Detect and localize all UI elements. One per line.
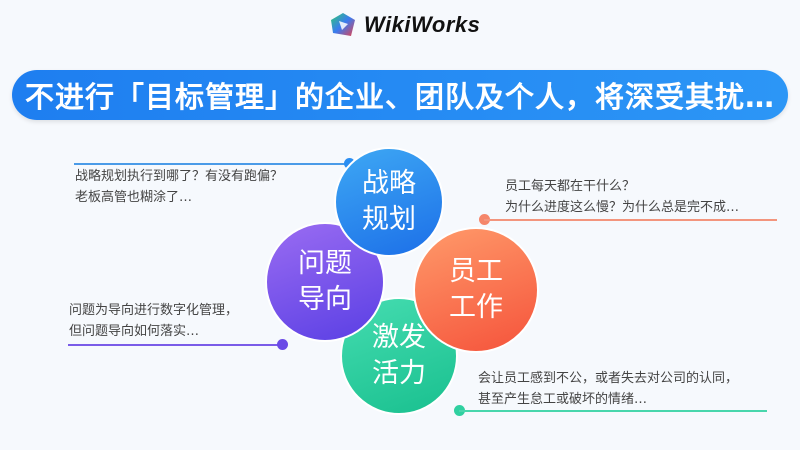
headline-banner: 不进行「目标管理」的企业、团队及个人，将深受其扰… bbox=[12, 70, 788, 120]
circle-label: 激发 bbox=[372, 322, 426, 353]
connector-line bbox=[68, 344, 283, 346]
note-line: 战略规划执行到哪了？有没有跑偏？ bbox=[75, 169, 284, 184]
note-line: 问题为导向进行数字化管理， bbox=[69, 303, 239, 318]
logo-text: WikiWorks bbox=[364, 12, 481, 37]
note-line: 员工每天都在干什么？ bbox=[505, 179, 636, 194]
note-line: 但问题导向如何落实… bbox=[69, 324, 200, 339]
logo-icon bbox=[331, 13, 355, 36]
circle-label: 工作 bbox=[449, 292, 503, 323]
note-staff: 员工每天都在干什么？ 为什么进度这么慢？为什么总是完不成… bbox=[505, 176, 739, 218]
circle-label: 活力 bbox=[372, 358, 426, 389]
note-line: 为什么进度这么慢？为什么总是完不成… bbox=[505, 200, 740, 215]
note-strategy: 战略规划执行到哪了？有没有跑偏？ 老板高管也糊涂了… bbox=[75, 166, 283, 208]
circle-staff: 员工工作 bbox=[413, 227, 539, 353]
circle-label: 问题 bbox=[298, 248, 352, 279]
circle-label: 规划 bbox=[362, 204, 416, 235]
connector-line bbox=[74, 163, 349, 165]
circle-label: 导向 bbox=[298, 284, 352, 315]
note-line: 会让员工感到不公，或者失去对公司的认同， bbox=[478, 371, 739, 386]
circle-label: 员工 bbox=[449, 256, 503, 287]
circle-strategy: 战略规划 bbox=[334, 147, 444, 257]
connector-dot bbox=[277, 339, 288, 350]
connector-line bbox=[459, 410, 767, 412]
note-problem: 问题为导向进行数字化管理， 但问题导向如何落实… bbox=[69, 300, 238, 342]
note-line: 老板高管也糊涂了… bbox=[75, 190, 193, 205]
circle-label: 战略 bbox=[362, 168, 416, 199]
connector-line bbox=[484, 219, 777, 221]
logo: WikiWorks bbox=[330, 12, 480, 38]
note-vitality: 会让员工感到不公，或者失去对公司的认同， 甚至产生怠工或破坏的情绪… bbox=[478, 368, 738, 410]
note-line: 甚至产生怠工或破坏的情绪… bbox=[478, 392, 648, 407]
